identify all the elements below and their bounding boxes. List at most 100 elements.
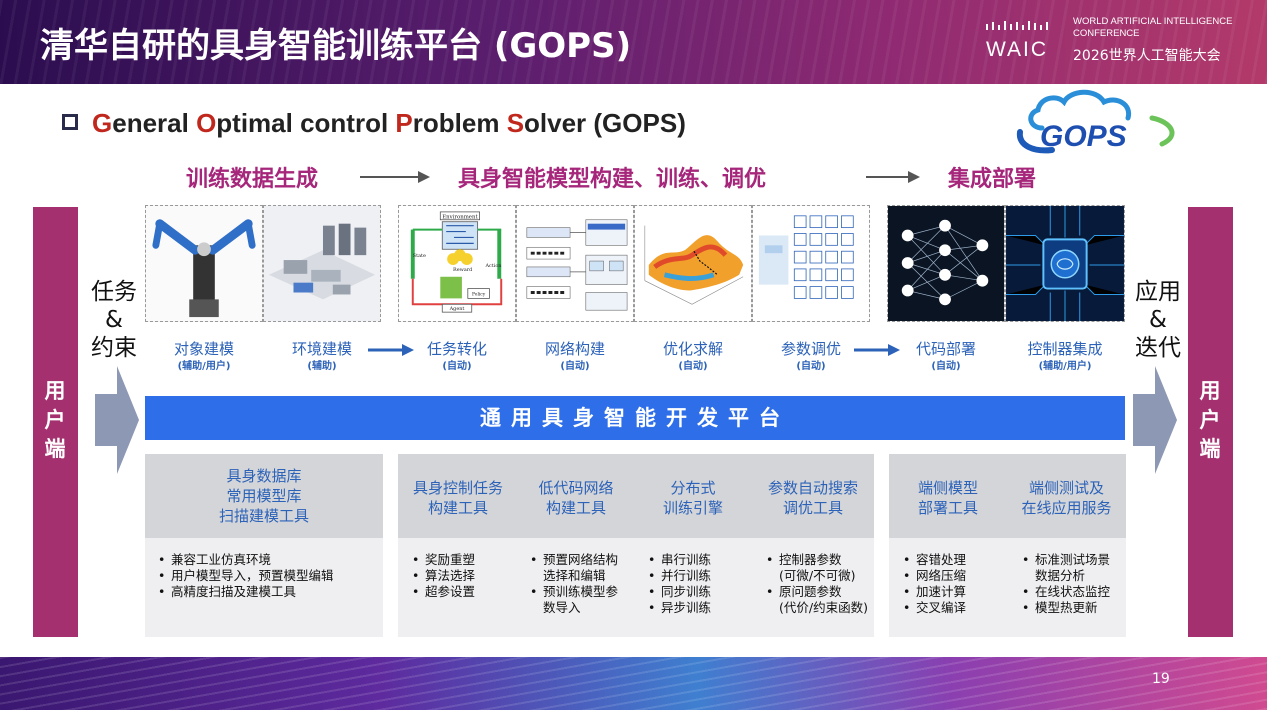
svg-text:用: 用 (1200, 379, 1221, 403)
list-item: 兼容工业仿真环境 (158, 552, 334, 568)
phase-deploy: 集成部署 (948, 167, 1037, 192)
list-item: 交叉编译 (903, 600, 966, 616)
list-item: 超参设置 (412, 584, 475, 600)
arrow-right-icon (418, 171, 430, 183)
side-text-iterate: 迭代 (1135, 335, 1181, 361)
svg-text:端: 端 (45, 437, 66, 461)
list-item-continuation: (可微/不可微) (779, 568, 856, 583)
tool-list-task-builder: 奖励重塑 算法选择 超参设置 (412, 552, 475, 600)
step-sub-network-build: (自动) (560, 361, 590, 372)
waic-logo-icon (986, 21, 1048, 30)
tool-title-lowcode-net: 低代码网络 构建工具 (538, 479, 614, 517)
side-text-amp: & (1149, 307, 1167, 333)
svg-text:Environment: Environment (442, 214, 478, 220)
blue-arrow-icon (854, 344, 900, 356)
input-arrow-icon (95, 366, 139, 474)
step-label-object-modeling: 对象建模 (173, 340, 234, 358)
side-text-apply: 应用 (1135, 279, 1181, 305)
svg-text:用: 用 (45, 379, 66, 403)
tool-title-edge-deploy: 端侧模型 部署工具 (917, 479, 978, 517)
list-item: 加速计算 (903, 584, 966, 600)
tool-title-distributed: 分布式 训练引擎 (662, 479, 723, 517)
step-sub-task-conversion: (自动) (442, 361, 472, 372)
step-label-network-build: 网络构建 (544, 340, 605, 358)
list-item-continuation: 数导入 (543, 600, 581, 615)
subtitle-word-solver: olver (GOPS) (524, 108, 686, 138)
list-item: 原问题参数 (766, 584, 868, 600)
step-label-env-modeling: 环境建模 (291, 340, 352, 358)
list-item-continuation: 选择和编辑 (543, 568, 606, 583)
list-item: 算法选择 (412, 568, 475, 584)
side-text-task: 任务 (91, 279, 137, 305)
user-side-bar-right (1188, 207, 1233, 637)
header-banner (0, 0, 1267, 84)
step-label-code-deploy: 代码部署 (915, 340, 976, 358)
conference-english-name: WORLD ARTIFICIAL INTELLIGENCE CONFERENCE (1073, 16, 1253, 40)
tool-group-train-head (398, 454, 874, 538)
tool-title-edge-test: 端侧测试及 在线应用服务 (1021, 479, 1112, 517)
neural-network-image (887, 205, 1005, 322)
task-constraint-text: 任务 & 约束 (84, 278, 144, 362)
tool-group-data-head (145, 454, 383, 538)
page-number: 19 (1152, 671, 1170, 687)
list-item: 同步训练 (648, 584, 711, 600)
user-side-bar-left (33, 207, 78, 637)
list-item: 在线状态监控 (1022, 584, 1110, 600)
step-sub-optimization: (自动) (678, 361, 708, 372)
slide-title: 清华自研的具身智能训练平台 (GOPS) (40, 26, 632, 66)
waic-wordmark: WAIC (986, 38, 1049, 61)
step-sub-controller-integration: (辅助/用户) (1038, 361, 1092, 372)
platform-bar: 通用具身智能开发平台 (145, 396, 1125, 440)
step-label-optimization: 优化求解 (662, 340, 723, 358)
svg-text:户: 户 (1200, 408, 1221, 432)
list-item: 网络压缩 (903, 568, 966, 584)
list-item: 预置网络结构 (530, 552, 618, 568)
svg-text:Policy: Policy (472, 292, 486, 297)
gops-cloud-logo: GOPS (1016, 89, 1175, 154)
list-item: 标准测试场景 (1022, 552, 1110, 568)
side-text-amp: & (105, 307, 123, 333)
network-blocks-diagram (516, 205, 634, 322)
tool-list-distributed: 串行训练 并行训练 同步训练 异步训练 (648, 552, 711, 616)
surface-plot-image (634, 205, 752, 322)
list-item: 用户模型导入，预置模型编辑 (158, 568, 334, 584)
list-item: 串行训练 (648, 552, 711, 568)
tool-list-edge-deploy: 容错处理 网络压缩 加速计算 交叉编译 (903, 552, 966, 616)
step-sub-param-tuning: (自动) (796, 361, 826, 372)
list-item: 奖励重塑 (412, 552, 475, 568)
svg-text:端: 端 (1200, 437, 1221, 461)
step-sub-env-modeling: (辅助) (307, 361, 337, 372)
svg-text:户: 户 (45, 408, 66, 432)
tool-list-lowcode-net: 预置网络结构 选择和编辑 预训练模型参 数导入 (530, 552, 618, 616)
subtitle: General Optimal control Problem Solver (… (62, 108, 686, 139)
list-item: 并行训练 (648, 568, 711, 584)
step-label-controller-integration: 控制器集成 (1027, 340, 1103, 358)
svg-text:State: State (413, 253, 426, 259)
phase-arrow-line-2 (866, 176, 910, 178)
tool-title-database: 具身数据库 常用模型库 扫描建模工具 (218, 467, 309, 525)
square-bullet-icon (62, 114, 78, 130)
conference-en-line2: CONFERENCE (1073, 28, 1140, 39)
conference-en-line1: WORLD ARTIFICIAL INTELLIGENCE (1073, 16, 1233, 27)
svg-text:Action: Action (485, 263, 503, 269)
phase-model-build: 具身智能模型构建、训练、调优 (458, 167, 767, 192)
footer-banner (0, 657, 1267, 710)
tool-group-deploy-head (889, 454, 1126, 538)
list-item: 容错处理 (903, 552, 966, 568)
tool-list-edge-test: 标准测试场景 数据分析 在线状态监控 模型热更新 (1022, 552, 1110, 616)
tool-list-database: 兼容工业仿真环境 用户模型导入，预置模型编辑 高精度扫描及建模工具 (158, 552, 334, 600)
subtitle-letter-s: S (506, 108, 525, 138)
list-item: 控制器参数 (766, 552, 868, 568)
list-item: 预训练模型参 (530, 584, 618, 600)
robot-arms-image (145, 205, 263, 322)
step-label-param-tuning: 参数调优 (780, 340, 841, 358)
tool-title-autotune: 参数自动搜索 调优工具 (767, 479, 858, 517)
apply-iterate-text: 应用 & 迭代 (1128, 278, 1188, 362)
subtitle-word-optimal: ptimal control (216, 108, 396, 138)
list-item: 模型热更新 (1022, 600, 1110, 616)
gops-logo-text: GOPS (1040, 120, 1127, 153)
rl-loop-diagram: Environment State Reward Action Policy A… (398, 205, 516, 322)
subtitle-letter-g: G (92, 108, 113, 138)
phase-data-generation: 训练数据生成 (186, 167, 319, 192)
